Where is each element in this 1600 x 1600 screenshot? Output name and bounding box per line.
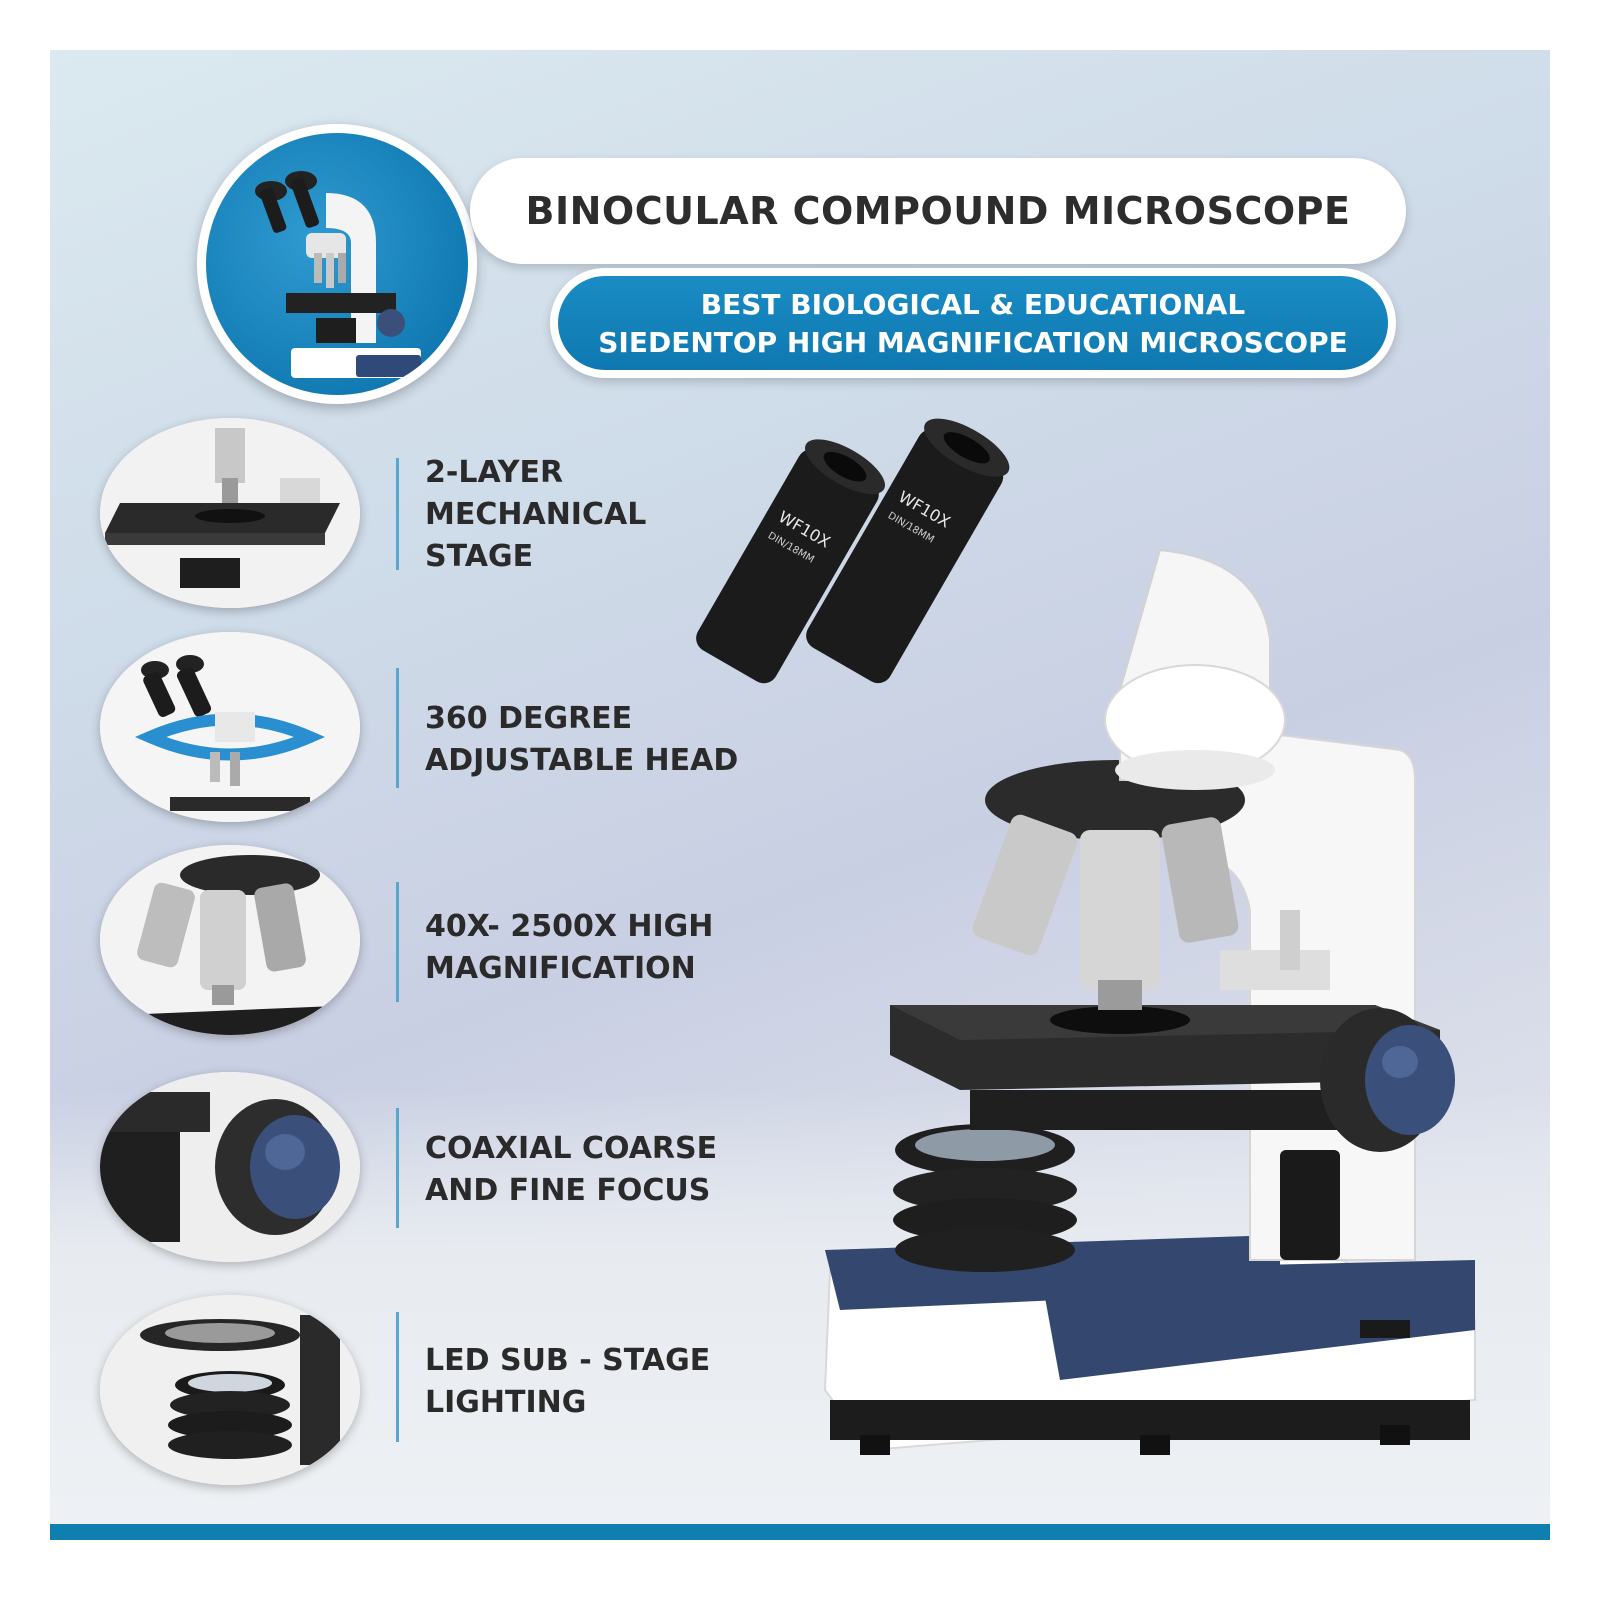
feature-divider — [396, 1108, 399, 1228]
feature-divider — [396, 668, 399, 788]
mechanical-stage-icon — [100, 418, 360, 608]
hero-thumbnail-background — [206, 133, 468, 395]
microscope-product-image: WF10X DIN/18MM WF10X DIN/18MM — [696, 418, 1476, 1455]
feature-image-focus — [100, 1072, 360, 1262]
feature-line: STAGE — [425, 539, 534, 574]
page-title: BINOCULAR COMPOUND MICROSCOPE — [525, 189, 1351, 233]
feature-line: AND FINE FOCUS — [425, 1173, 711, 1208]
feature-text-adjustable-head: 360 DEGREE ADJUSTABLE HEAD — [425, 698, 738, 782]
feature-image-mechanical-stage — [100, 418, 360, 608]
subtitle-line-1: BEST BIOLOGICAL & EDUCATIONAL — [700, 288, 1246, 321]
subtitle-line-2: SIEDENTOP HIGH MAGNIFICATION MICROSCOPE — [598, 326, 1348, 359]
mini-microscope-icon — [255, 171, 421, 378]
objective-lens-icon — [100, 845, 360, 1035]
rotating-head-icon — [100, 632, 360, 822]
feature-text-focus: COAXIAL COARSE AND FINE FOCUS — [425, 1128, 717, 1212]
feature-text-magnification: 40X- 2500X HIGH MAGNIFICATION — [425, 906, 713, 990]
feature-divider — [396, 458, 399, 570]
focus-knob-icon — [100, 1072, 360, 1262]
feature-line: 2-LAYER — [425, 455, 564, 490]
title-banner: BINOCULAR COMPOUND MICROSCOPE — [470, 158, 1406, 264]
subtitle-banner-fill: BEST BIOLOGICAL & EDUCATIONAL SIEDENTOP … — [558, 276, 1388, 370]
feature-text-mechanical-stage: 2-LAYER MECHANICAL STAGE — [425, 452, 646, 578]
feature-line: MAGNIFICATION — [425, 951, 696, 986]
feature-text-led-lighting: LED SUB - STAGE LIGHTING — [425, 1340, 710, 1424]
feature-line: MECHANICAL — [425, 497, 647, 532]
feature-line: LIGHTING — [425, 1385, 587, 1420]
feature-image-adjustable-head — [100, 632, 360, 822]
feature-line: 40X- 2500X HIGH — [425, 909, 714, 944]
feature-divider — [396, 882, 399, 1002]
subtitle-banner: BEST BIOLOGICAL & EDUCATIONAL SIEDENTOP … — [550, 268, 1396, 378]
feature-divider — [396, 1312, 399, 1442]
feature-line: ADJUSTABLE HEAD — [425, 743, 739, 778]
hero-thumbnail — [197, 124, 477, 404]
led-light-icon — [100, 1295, 360, 1485]
feature-image-magnification — [100, 845, 360, 1035]
feature-line: LED SUB - STAGE — [425, 1343, 711, 1378]
feature-line: COAXIAL COARSE — [425, 1131, 718, 1166]
feature-line: 360 DEGREE — [425, 701, 633, 736]
bottom-accent-bar — [50, 1524, 1550, 1540]
product-banner: BINOCULAR COMPOUND MICROSCOPE BEST BIOLO… — [50, 50, 1550, 1540]
feature-image-led-lighting — [100, 1295, 360, 1485]
